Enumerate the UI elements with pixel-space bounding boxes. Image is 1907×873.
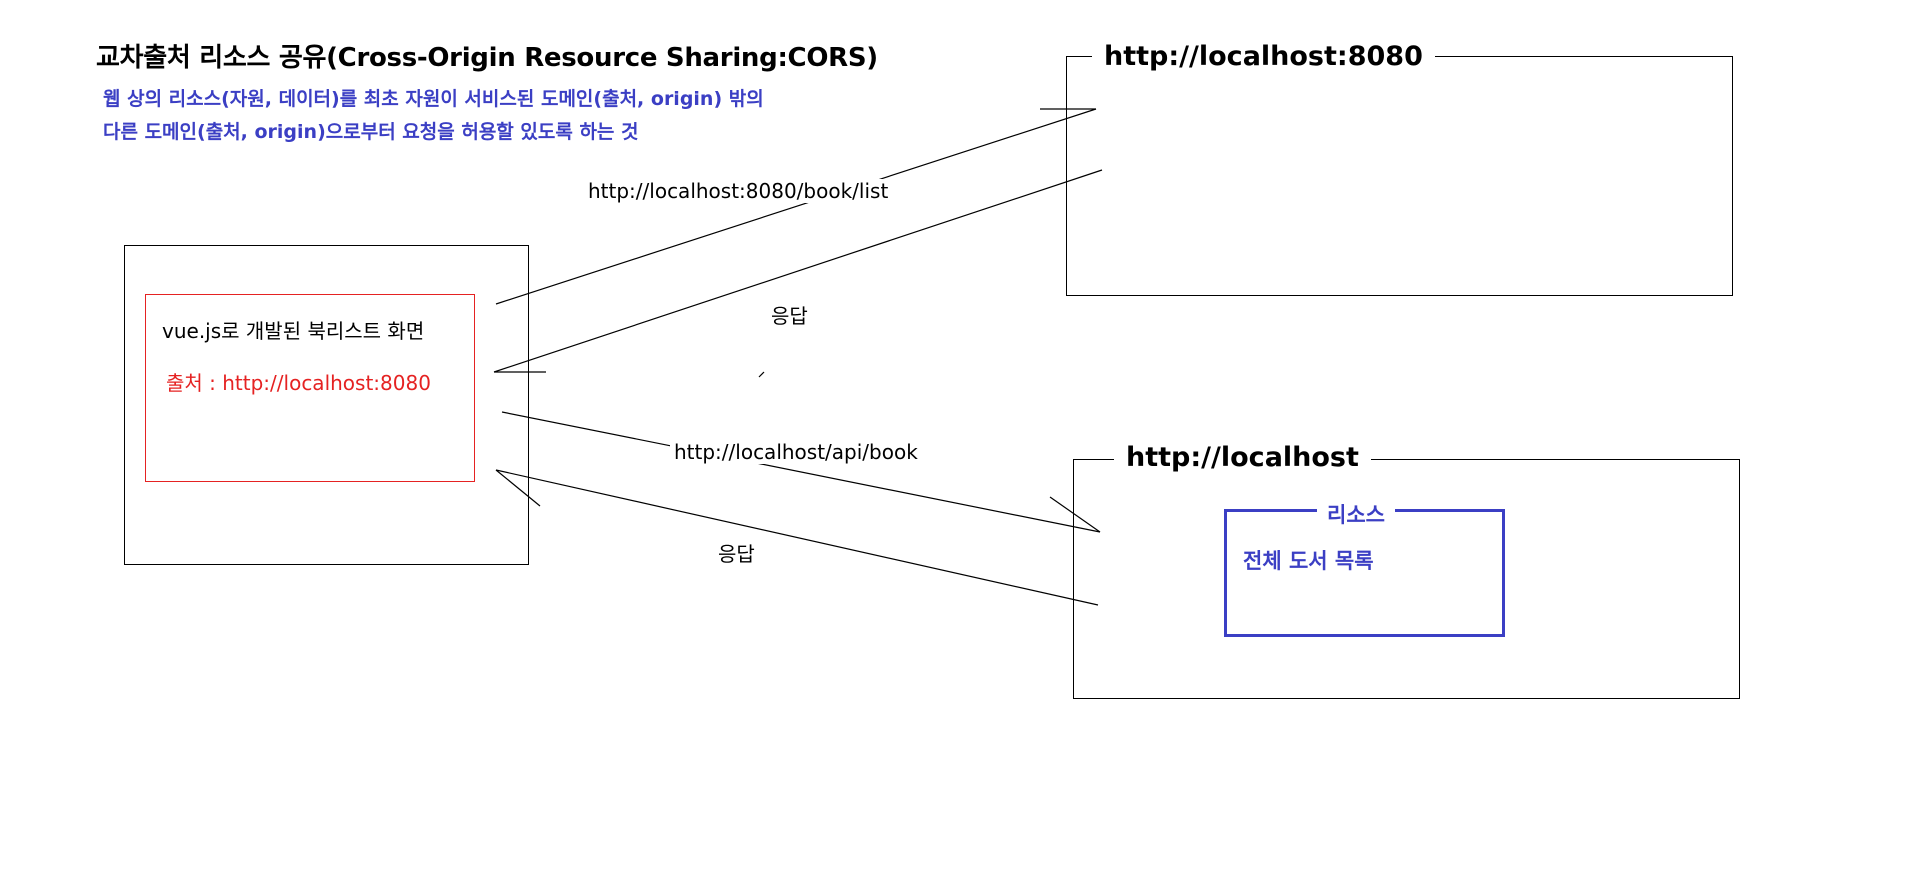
response-api-label: 응답 (718, 542, 755, 566)
response-api-line (495, 469, 1099, 606)
server-8080-box (1066, 56, 1733, 296)
description-line-1: 웹 상의 리소스(자원, 데이터)를 최초 자원이 서비스된 도메인(출처, o… (103, 88, 764, 110)
vue-app-box (145, 294, 475, 482)
request-api-line (501, 411, 1101, 533)
server-api-label: http://localhost (1114, 442, 1371, 473)
resource-item: 전체 도서 목록 (1243, 545, 1374, 575)
response-8080-stray-mark (758, 371, 765, 378)
response-8080-line (493, 169, 1103, 373)
client-screen-label: vue.js로 개발된 북리스트 화면 (162, 319, 425, 343)
page-title: 교차출처 리소스 공유(Cross-Origin Resource Sharin… (96, 43, 878, 73)
request-api-arrow-tick (1049, 496, 1101, 533)
server-8080-label: http://localhost:8080 (1092, 41, 1435, 72)
request-8080-label: http://localhost:8080/book/list (584, 179, 893, 203)
client-box (124, 245, 529, 565)
server-api-box (1073, 459, 1740, 699)
description-line-2: 다른 도메인(출처, origin)으로부터 요청을 허용할 있도록 하는 것 (103, 121, 639, 143)
client-origin-label: 출처 : http://localhost:8080 (166, 371, 431, 395)
resource-title: 리소스 (1317, 499, 1395, 529)
response-8080-label: 응답 (771, 304, 808, 328)
request-api-label: http://localhost/api/book (670, 440, 922, 464)
response-api-arrow-tick (495, 469, 541, 507)
request-8080-line (495, 108, 1097, 305)
